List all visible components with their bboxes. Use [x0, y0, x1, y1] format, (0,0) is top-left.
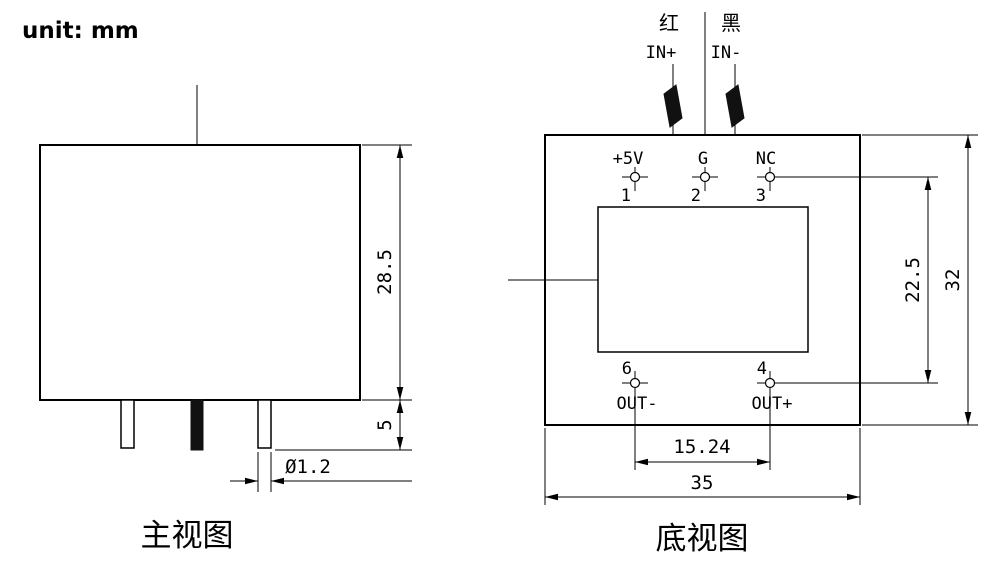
wire-red-sleeve	[663, 84, 683, 128]
bottom-view-title: 底视图	[656, 521, 749, 557]
pin6-label: OUT-	[617, 394, 658, 414]
bottom-view-inner-outline	[597, 206, 809, 353]
dim-body-width: 35	[691, 472, 714, 494]
dim-pin-row-spacing: 22.5	[902, 257, 924, 303]
lead-red-label: 红	[659, 11, 679, 35]
front-view: 28.5 5 Ø1.2 主视图	[39, 85, 412, 554]
front-view-title: 主视图	[141, 518, 234, 554]
pin1-pad	[629, 171, 641, 183]
dim-body-height: 32	[942, 269, 964, 292]
lead-in-plus-label: IN+	[646, 43, 677, 63]
lead-in-minus-label: IN-	[711, 43, 742, 63]
front-view-body	[39, 144, 361, 401]
dim-pin-length: 5	[374, 419, 396, 430]
bottom-view: 红 黑 IN+ IN- +5V G NC 1 2	[508, 11, 978, 557]
pin4-pad	[764, 377, 776, 389]
dim-pin-diameter: Ø1.2	[285, 456, 331, 478]
pin1-number: 1	[621, 186, 631, 206]
pin4-number: 4	[757, 359, 767, 379]
dim-body-height: 28.5	[374, 249, 396, 295]
unit-label: unit: mm	[22, 18, 139, 44]
pin2-pad	[699, 171, 711, 183]
pin3-pad	[764, 171, 776, 183]
pin2-label: G	[698, 149, 708, 169]
pin6-pad	[629, 377, 641, 389]
pin2-number: 2	[691, 186, 701, 206]
front-pin-right	[257, 399, 272, 449]
pin3-number: 3	[756, 186, 766, 206]
front-pin-middle	[190, 399, 204, 451]
pin4-label: OUT+	[752, 394, 793, 414]
pin1-label: +5V	[613, 149, 644, 169]
pin3-label: NC	[756, 149, 776, 169]
pin6-number: 6	[622, 359, 632, 379]
dim-pin-col-spacing: 15.24	[673, 436, 730, 458]
wire-black-sleeve	[725, 84, 745, 128]
front-pin-left	[120, 399, 135, 449]
lead-black-label: 黑	[721, 11, 741, 35]
